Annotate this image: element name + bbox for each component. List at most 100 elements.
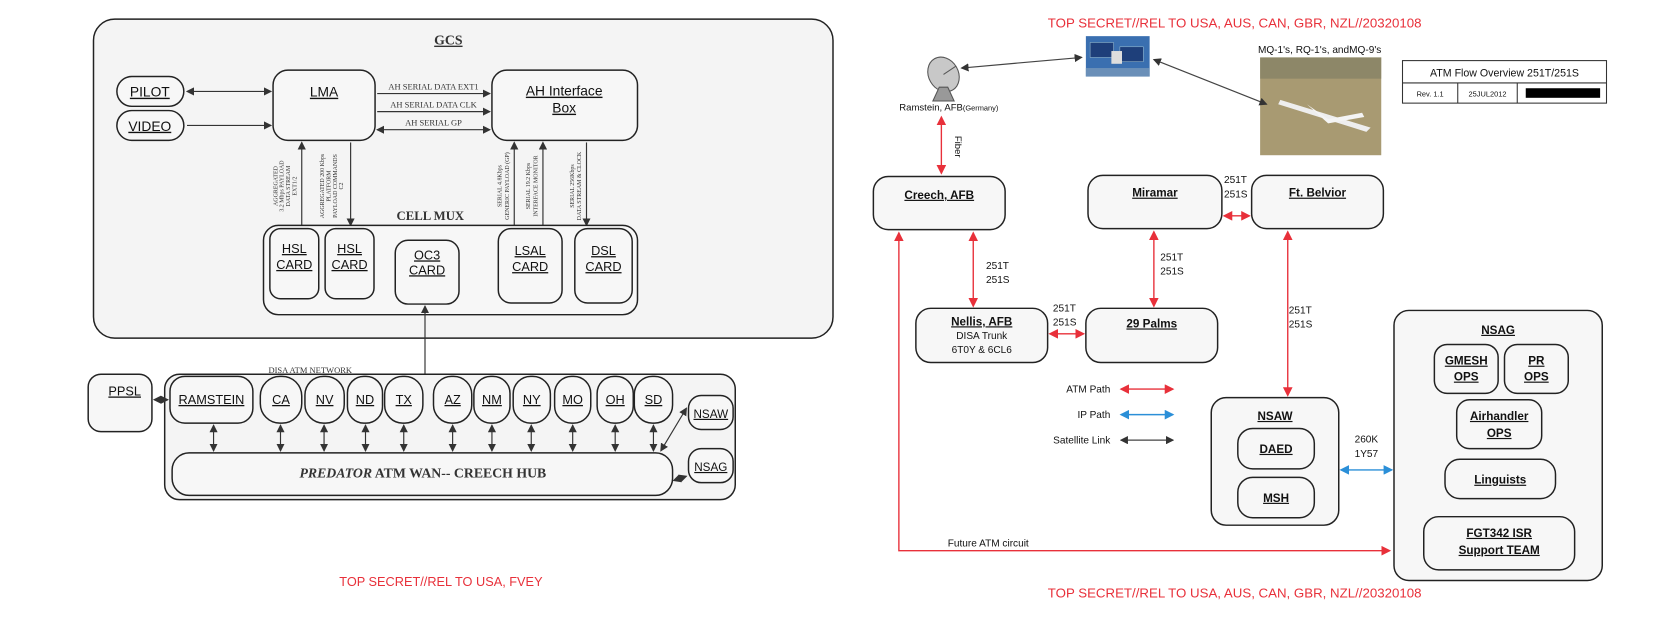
site-label: Nellis, AFB <box>951 315 1012 328</box>
nsag-node <box>687 447 734 484</box>
link-label: C2 <box>339 183 345 190</box>
circuit-label: 251T <box>1289 306 1312 317</box>
circuit-label: 251S <box>1224 190 1248 201</box>
legend-sat-label: Satellite Link <box>1053 435 1111 446</box>
gcs-panel: GCS PILOT VIDEO LMA AH Interface Box AH … <box>92 18 834 339</box>
site-sublabel: 6T0Y & 6CL6 <box>952 345 1013 356</box>
satellite-icon <box>1085 36 1150 77</box>
future-circuit-label: Future ATM circuit <box>948 538 1029 549</box>
serial-link-label: AH SERIAL DATA CLK <box>390 99 477 109</box>
circuit-label: 251S <box>986 275 1010 286</box>
site-ft-belvior: Ft. Belvior <box>1250 174 1385 230</box>
card-hsl-1: HSL CARD <box>269 227 320 300</box>
link-label: 3.2 Mbps PAYLOAD <box>280 160 286 212</box>
node-az: AZ <box>432 375 473 424</box>
node-nm: NM <box>473 375 511 424</box>
nsag-item: OPS <box>1454 371 1479 384</box>
serial-link-label: AH SERIAL GP <box>405 117 462 127</box>
circuit-label: 251T <box>1160 252 1183 263</box>
site-miramar: Miramar <box>1087 174 1223 230</box>
link-label: EXT1/2 <box>292 176 298 195</box>
pilot-box <box>116 75 185 108</box>
classification-banner-left: TOP SECRET//REL TO USA, FVEY <box>339 574 543 589</box>
title-block: ATM Flow Overview 251T/251S Rev. 1.1 25J… <box>1401 60 1608 104</box>
node-ca: CA <box>259 375 303 424</box>
link-label: PLATFORM <box>326 170 332 202</box>
nsaw-msh: MSH <box>1263 492 1289 505</box>
legend-atm-label: ATM Path <box>1066 384 1110 395</box>
link-label: SERIAL 19.2 Kbps <box>526 162 532 209</box>
nsag-item: OPS <box>1487 427 1512 440</box>
node-label: SD <box>645 392 663 407</box>
ppsl-label: PPSL <box>108 383 141 398</box>
node-label: ND <box>356 392 374 407</box>
ah-interface-box <box>491 69 639 142</box>
node-ramstein: RAMSTEIN <box>169 375 254 424</box>
node-tx: TX <box>383 375 424 424</box>
card-label: CARD <box>276 257 312 272</box>
circuit-label: 251T <box>986 261 1009 272</box>
satellite-dish-icon <box>927 56 960 102</box>
site-label: Creech, AFB <box>904 189 974 202</box>
nsag-title: NSAG <box>1481 324 1515 337</box>
nsaw-box: NSAW DAED MSH <box>1210 396 1340 526</box>
site-29-palms: 29 Palms <box>1085 307 1219 364</box>
legend: ATM Path IP Path Satellite Link <box>1053 384 1175 446</box>
hub-label-rest: ATM WAN-- CREECH HUB <box>372 465 546 480</box>
node-label: AZ <box>444 392 460 407</box>
classification-banner-bottom: TOP SECRET//REL TO USA, AUS, CAN, GBR, N… <box>1048 585 1422 600</box>
card-label: HSL <box>282 241 307 256</box>
lma-box <box>272 69 376 142</box>
node-sd: SD <box>633 375 674 424</box>
node-nv: NV <box>304 375 345 424</box>
card-lsal: LSAL CARD <box>497 227 563 304</box>
drones-label: MQ-1's, RQ-1's, andMQ-9's <box>1258 45 1381 56</box>
site-label: Miramar <box>1132 187 1178 200</box>
card-label: DSL <box>591 243 616 258</box>
video-box <box>116 109 185 142</box>
hub-label-italic: PREDATOR <box>299 465 372 480</box>
classification-banner-top: TOP SECRET//REL TO USA, AUS, CAN, GBR, N… <box>1048 16 1422 31</box>
link-label: DATA STREAM <box>286 165 292 206</box>
disa-label: DISA ATM NETWORK <box>268 365 352 375</box>
ip-link-label: 1Y57 <box>1355 449 1379 460</box>
nsag-item: Linguists <box>1474 474 1526 487</box>
link-label: AGGREGATED 200 Kbps <box>320 153 326 218</box>
site-nellis: Nellis, AFB DISA Trunk 6T0Y & 6CL6 <box>915 307 1049 364</box>
node-label: RAMSTEIN <box>179 392 245 407</box>
circuit-label: 251S <box>1160 266 1184 277</box>
hub-label: PREDATOR ATM WAN-- CREECH HUB <box>299 465 546 480</box>
link-label: PAYLOAD COMMANDS <box>333 154 339 218</box>
card-label: CARD <box>331 257 367 272</box>
ramstein-label: Ramstein, AFB(Germany) <box>899 103 999 114</box>
serial-link-label: AH SERIAL DATA EXT1 <box>388 81 478 91</box>
nsag-item: OPS <box>1524 371 1549 384</box>
circuit-label: 251T <box>1053 303 1076 314</box>
node-nd: ND <box>346 375 384 424</box>
ah-box-label-1: AH Interface <box>526 83 603 99</box>
fiber-label: Fiber <box>952 136 963 159</box>
nsaw-label: NSAW <box>693 408 728 421</box>
link-label: DATA STREAM & CLOCK <box>577 151 583 220</box>
site-label: 29 Palms <box>1126 317 1177 330</box>
link-label: SERIAL 4.8Kbps <box>498 164 504 207</box>
card-label: OC3 <box>414 247 440 262</box>
node-label: MO <box>562 392 583 407</box>
node-label: NV <box>316 392 334 407</box>
video-label: VIDEO <box>128 118 171 134</box>
site-creech: Creech, AFB <box>872 175 1006 231</box>
lma-label: LMA <box>310 84 339 100</box>
nsag-item: PR <box>1528 355 1545 368</box>
nsaw-daed: DAED <box>1260 443 1293 456</box>
ramstein-sub: (Germany) <box>963 104 999 113</box>
nsaw-node <box>687 394 734 431</box>
ramstein-text: Ramstein, AFB <box>899 103 963 114</box>
node-label: OH <box>606 392 625 407</box>
circuit-label: 251T <box>1224 175 1247 186</box>
predator-atm-wan-hub <box>171 452 674 497</box>
legend-ip-label: IP Path <box>1077 410 1110 421</box>
title-block-rev: Rev. 1.1 <box>1417 90 1444 99</box>
nsag-item: GMESH <box>1445 355 1488 368</box>
title-block-title: ATM Flow Overview 251T/251S <box>1430 68 1579 80</box>
